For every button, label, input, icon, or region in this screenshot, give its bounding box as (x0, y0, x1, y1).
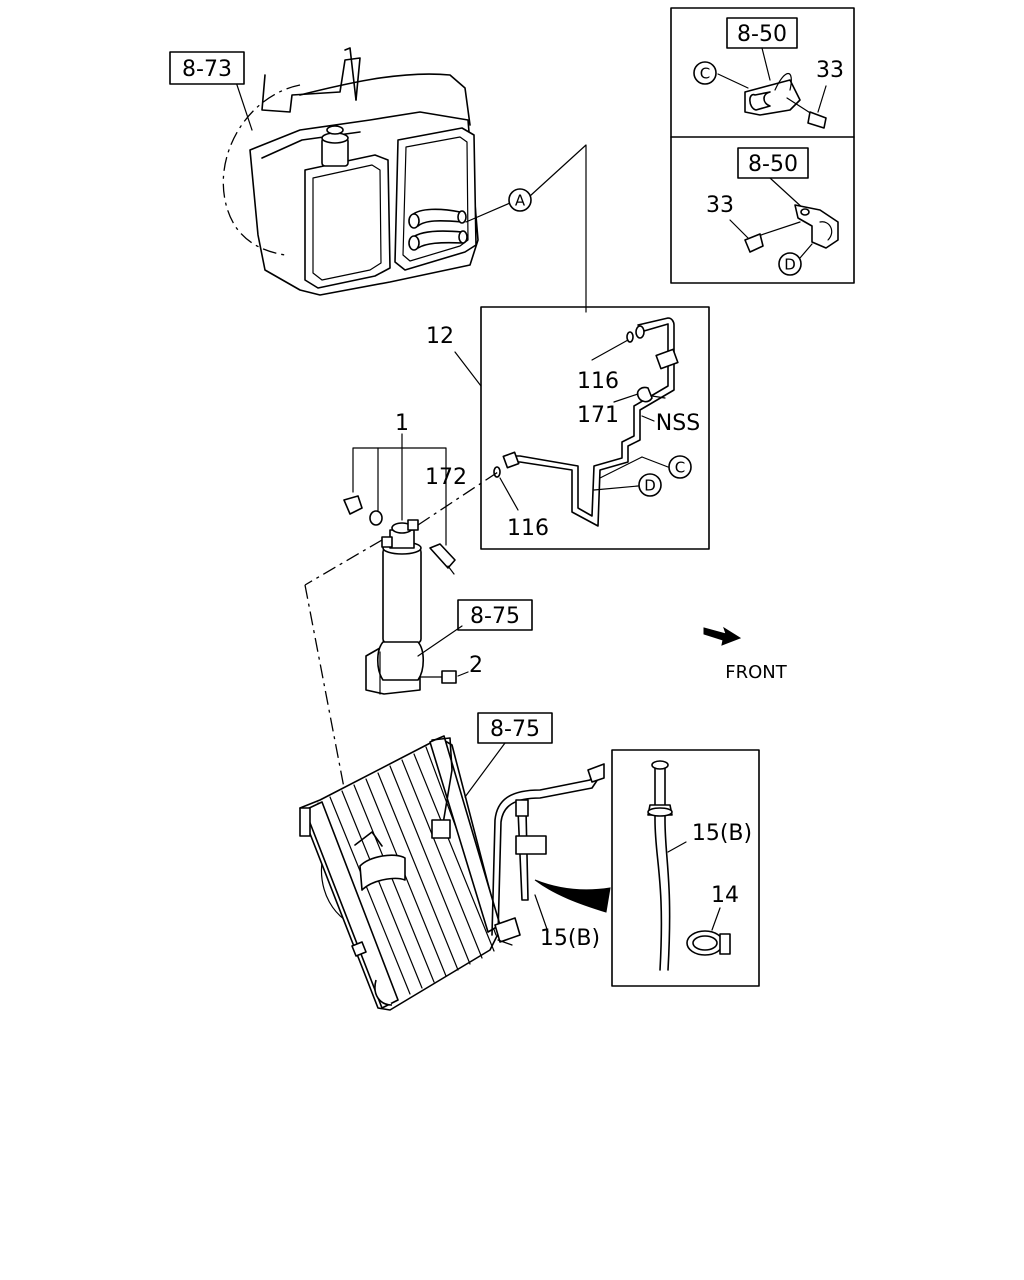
ref-label-8-75-mid: 8-75 (470, 604, 520, 629)
receiver-drier: 1 172 2 8-75 (304, 411, 533, 846)
part-15b-inset-label: 15(B) (692, 821, 752, 846)
part-33-top-label: 33 (816, 58, 844, 83)
part-14-label: 14 (711, 883, 739, 908)
ref-box-8-73: 8-73 (169, 51, 245, 85)
part-116-top-label: 116 (577, 369, 619, 394)
pipe-kit-box: 12 116 171 NSS C D 116 (426, 306, 710, 550)
marker-c-pipe-text: C (675, 459, 685, 477)
marker-a-text: A (515, 192, 526, 210)
ref-label-8-50-top: 8-50 (737, 22, 787, 47)
clamp-inset: 8-50 C 33 8-50 33 D (670, 7, 855, 284)
marker-d-inset-text: D (784, 256, 796, 274)
hose-detail-inset: 15(B) 14 (611, 749, 760, 987)
ref-label-8-50-bottom: 8-50 (748, 152, 798, 177)
part-172-label: 172 (425, 465, 467, 490)
part-33-bottom-label: 33 (706, 193, 734, 218)
part-12-label: 12 (426, 324, 454, 349)
part-1-label: 1 (395, 411, 409, 436)
ref-label-8-75-low: 8-75 (490, 717, 540, 742)
marker-c-inset-text: C (700, 65, 710, 83)
condenser: 15(B) 8-75 (299, 712, 611, 1011)
marker-a: A (508, 188, 532, 212)
part-2-label: 2 (469, 653, 483, 678)
evaporator-unit (222, 47, 511, 296)
ref-label-8-73: 8-73 (182, 57, 232, 82)
front-label: FRONT (725, 662, 787, 683)
part-171-label: 171 (577, 403, 619, 428)
part-15b-low-label: 15(B) (540, 926, 600, 951)
marker-d-pipe-text: D (644, 477, 656, 495)
part-116-bottom-label: 116 (507, 516, 549, 541)
nss-label: NSS (656, 411, 700, 436)
front-indicator: FRONT (703, 626, 788, 683)
